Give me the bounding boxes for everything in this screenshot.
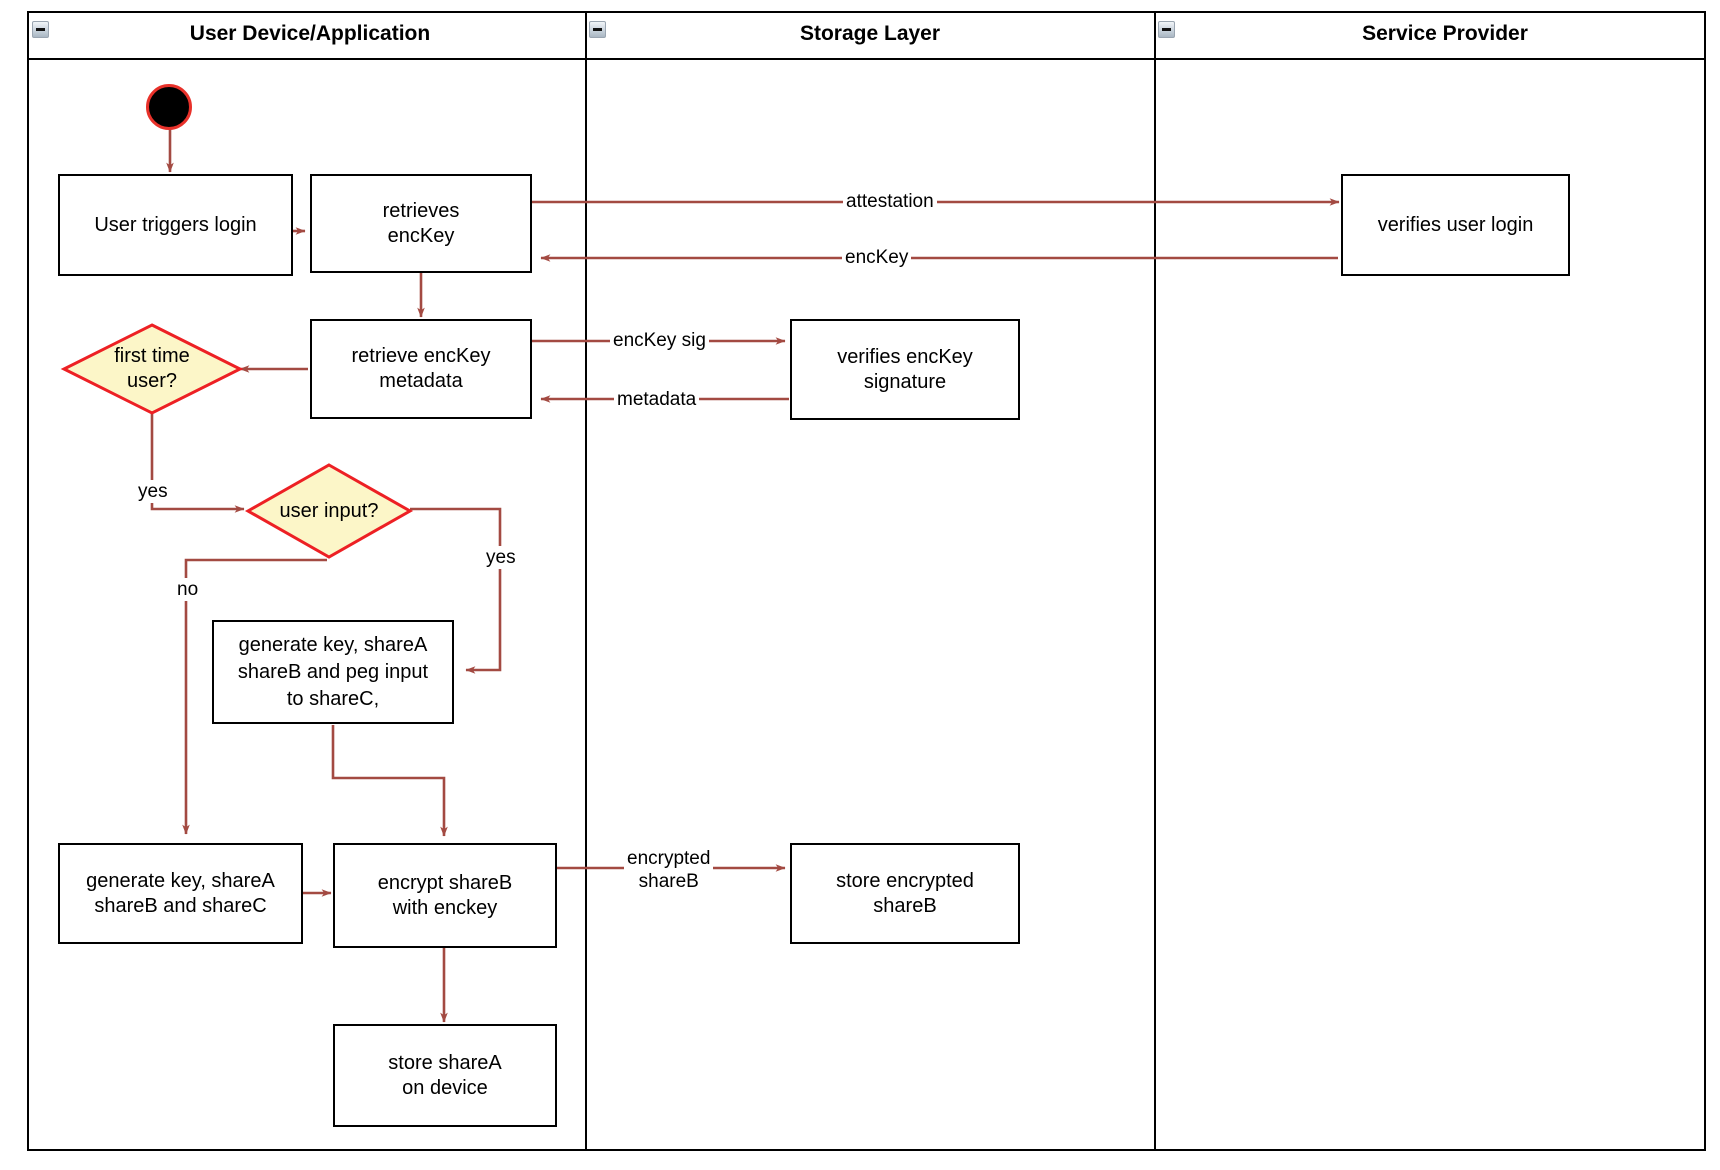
edge-label-yes-first-time: yes (135, 480, 171, 503)
node-retrieve-enckey-metadata[interactable]: retrieve encKey metadata (310, 319, 532, 419)
decision-first-time-user[interactable]: first time user? (60, 323, 244, 415)
edge-label-metadata: metadata (614, 388, 700, 411)
lane-title-service-provider: Service Provider (1362, 22, 1528, 45)
collapse-icon-service-provider[interactable] (1158, 21, 1175, 38)
node-encrypt-shareb[interactable]: encrypt shareB with enckey (333, 843, 557, 948)
lane-divider-1 (585, 13, 587, 1149)
node-retrieves-enckey[interactable]: retrieves encKey (310, 174, 532, 273)
lane-divider-2 (1154, 13, 1156, 1149)
edge-label-no-user-input: no (174, 578, 202, 601)
node-store-encrypted-shareb[interactable]: store encrypted shareB (790, 843, 1020, 944)
node-verifies-user-login[interactable]: verifies user login (1341, 174, 1570, 276)
node-generate-peg-shares[interactable]: generate key, shareA shareB and peg inpu… (212, 620, 454, 724)
edge-label-enckey: encKey (842, 246, 912, 269)
node-generate-shares[interactable]: generate key, shareA shareB and shareC (58, 843, 303, 944)
decision-user-input-label: user input? (279, 499, 379, 522)
node-verifies-enckey-signature[interactable]: verifies encKey signature (790, 319, 1020, 420)
edge-label-enckey-sig: encKey sig (610, 329, 709, 352)
edge-label-attestation: attestation (843, 190, 937, 213)
lane-title-storage-layer: Storage Layer (799, 22, 941, 45)
decision-first-time-user-label: first time user? (114, 345, 190, 392)
node-store-sharea-on-device[interactable]: store shareA on device (333, 1024, 557, 1127)
lane-title-user-device: User Device/Application (189, 22, 431, 45)
collapse-icon-storage-layer[interactable] (589, 21, 606, 38)
node-user-triggers-login[interactable]: User triggers login (58, 174, 293, 276)
lane-header-divider (29, 58, 1704, 60)
edge-label-yes-user-input: yes (483, 546, 519, 569)
start-node[interactable] (146, 84, 192, 130)
collapse-icon-user-device[interactable] (32, 21, 49, 38)
decision-user-input[interactable]: user input? (244, 463, 414, 559)
edge-label-encrypted-shareb: encrypted shareB (624, 847, 714, 893)
